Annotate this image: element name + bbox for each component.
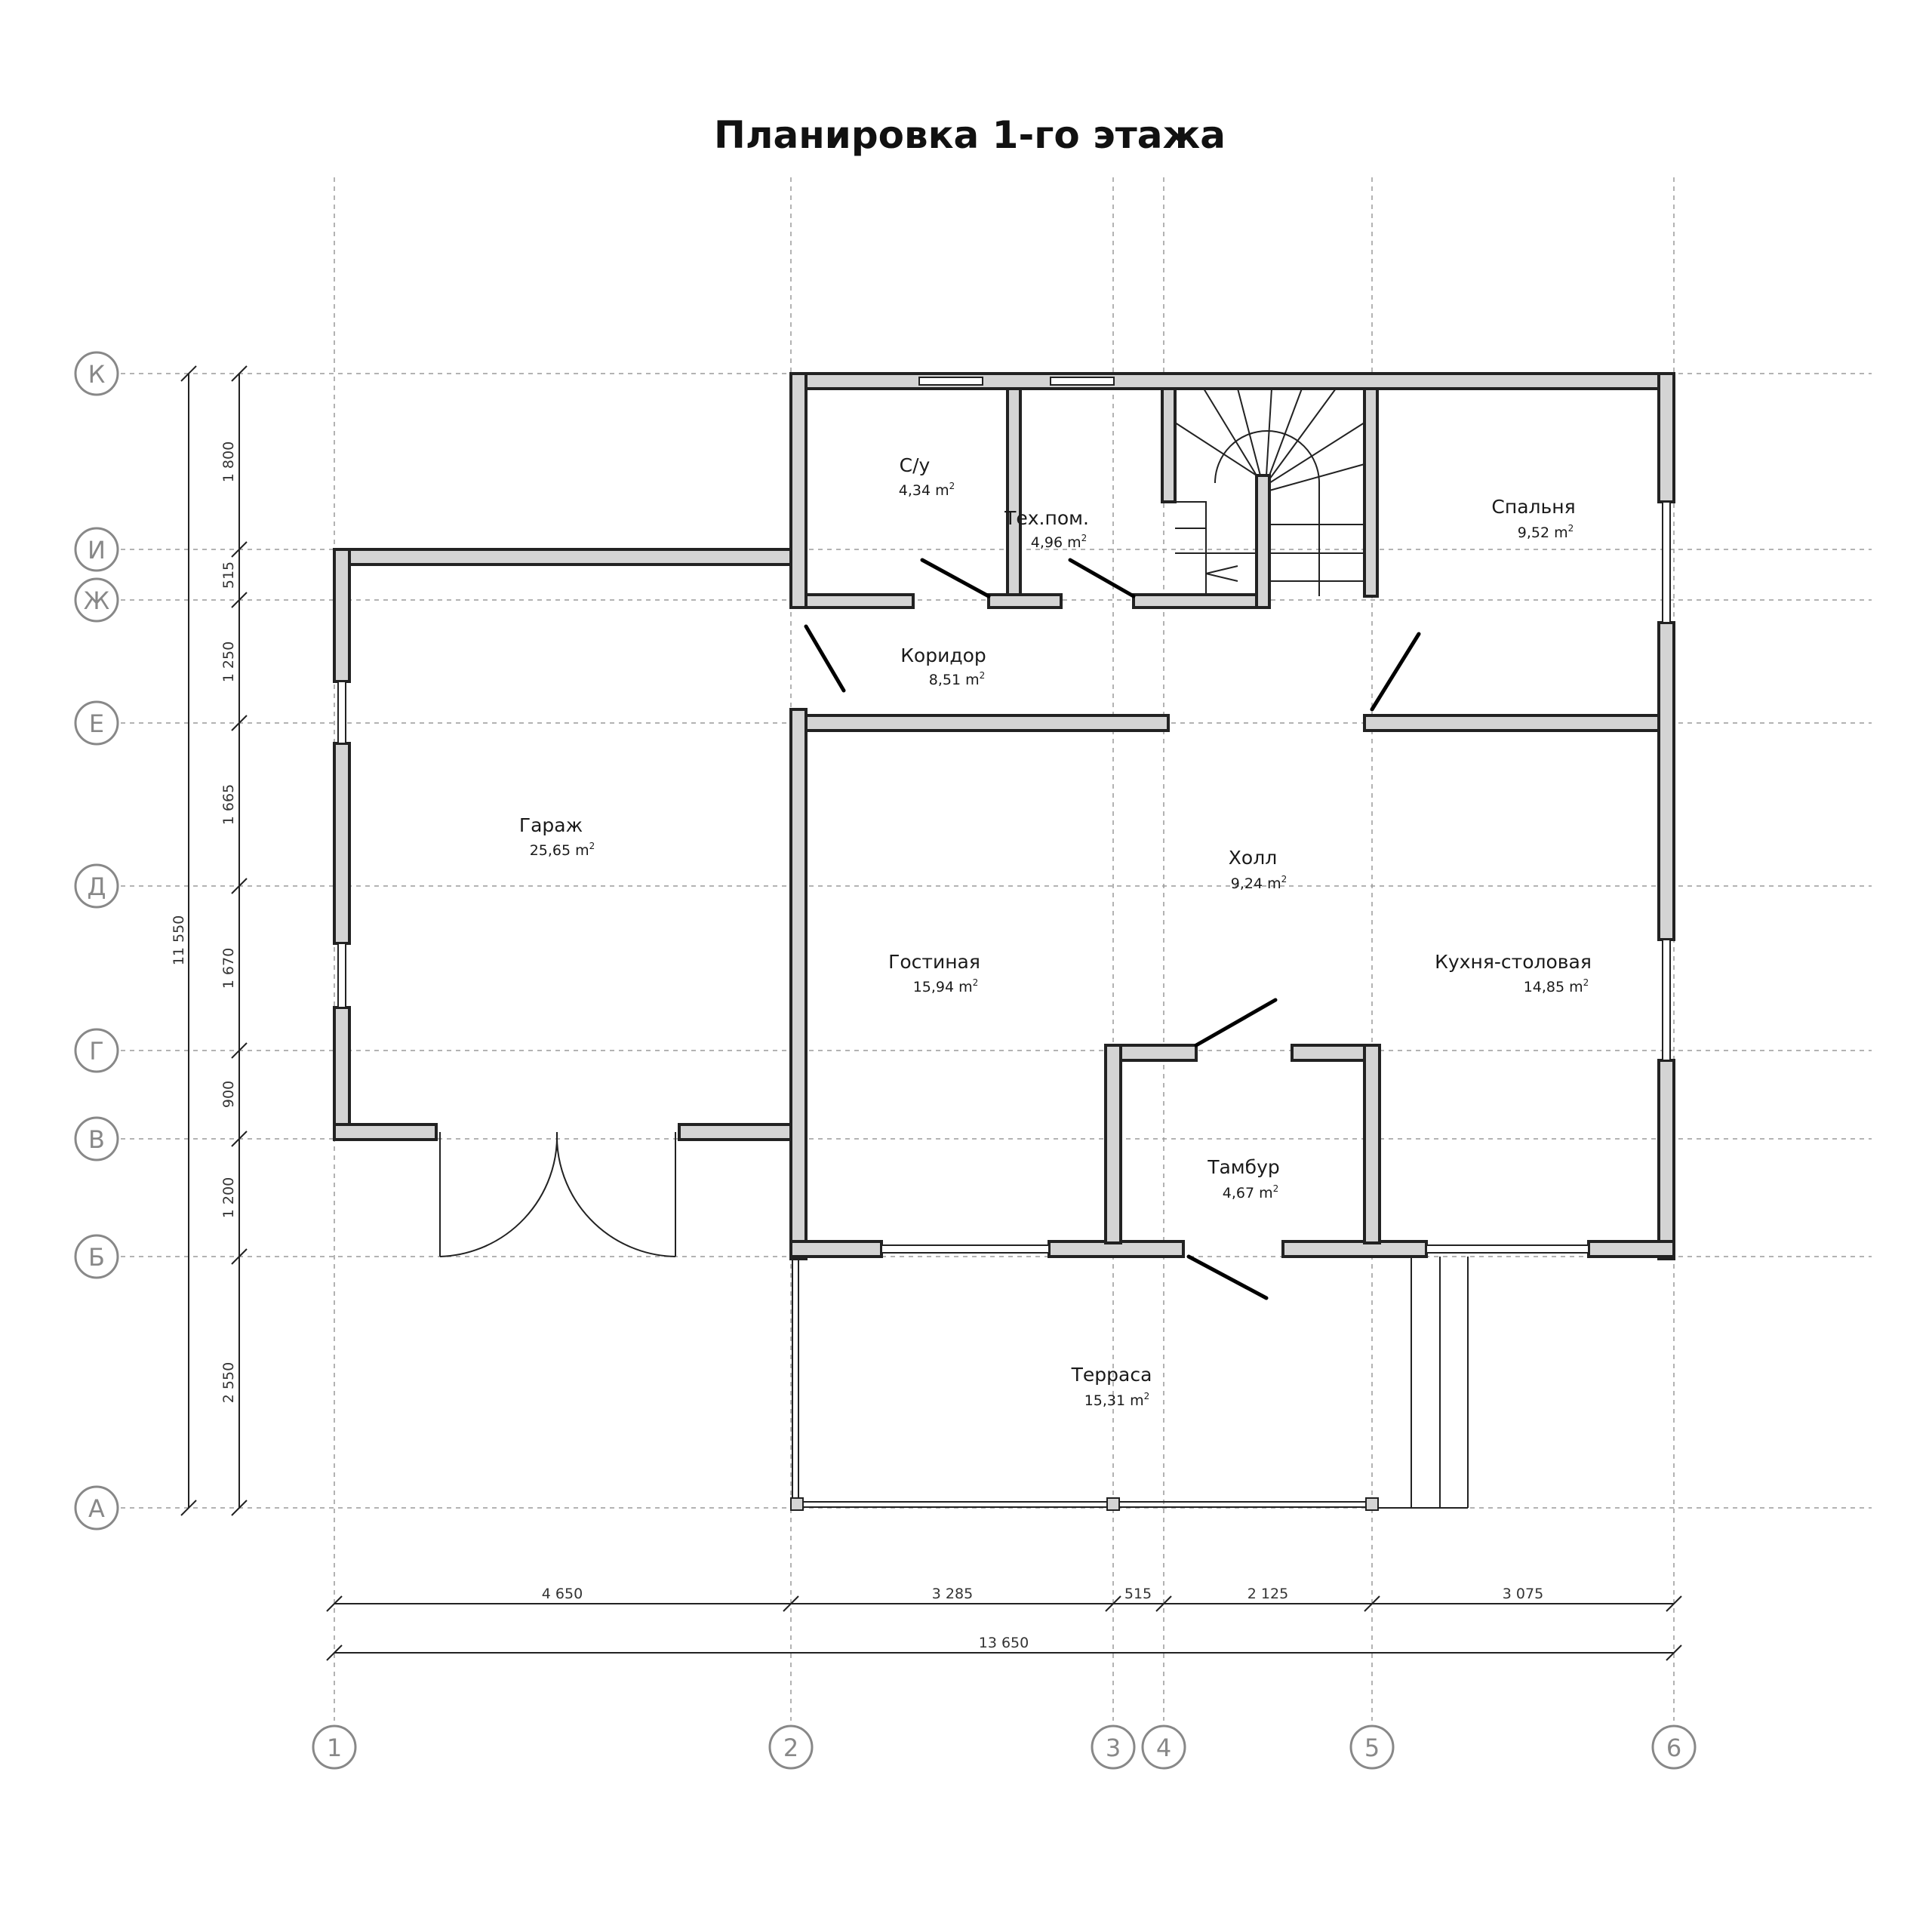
windows xyxy=(337,377,1671,1254)
room-labels: С/у 4,34 m2 Тех.пом. 4,96 m2 Спальня 9,5… xyxy=(519,454,1592,1409)
dim-v-5: 1 670 xyxy=(220,948,237,989)
room-name-living-room: Гостиная xyxy=(888,951,980,973)
dim-v-6: 900 xyxy=(220,1081,237,1108)
room-area-corridor: 8,51 m2 xyxy=(929,670,986,688)
room-area-terrace: 15,31 m2 xyxy=(1084,1391,1150,1409)
row-axis-label: А xyxy=(88,1494,105,1523)
row-axis-markers: К И Ж Е Д Г В Б А xyxy=(74,351,119,1531)
room-name-bathroom: С/у xyxy=(900,454,931,476)
dim-v-2: 515 xyxy=(220,561,237,589)
column-axis-label: 5 xyxy=(1364,1734,1380,1762)
room-name-vestibule: Тамбур xyxy=(1207,1156,1280,1178)
row-axis-label: Е xyxy=(89,709,104,738)
dim-h-2: 3 285 xyxy=(932,1586,973,1602)
room-area-garage: 25,65 m2 xyxy=(530,841,595,859)
plan-title: Планировка 1-го этажа xyxy=(714,113,1226,157)
column-axis-label: 4 xyxy=(1156,1734,1171,1762)
doors xyxy=(804,558,1421,1300)
room-name-terrace: Терраса xyxy=(1071,1364,1152,1386)
staircase xyxy=(1162,388,1365,596)
room-name-technical: Тех.пом. xyxy=(1004,507,1089,529)
room-name-bedroom: Спальня xyxy=(1491,496,1575,518)
row-axis-label: Б xyxy=(88,1243,105,1272)
room-name-garage: Гараж xyxy=(519,814,583,836)
column-axis-markers: 1 2 3 4 5 6 xyxy=(312,1724,1697,1770)
dim-v-3: 1 250 xyxy=(220,641,237,682)
room-area-living-room: 15,94 m2 xyxy=(913,977,979,995)
room-area-bedroom: 9,52 m2 xyxy=(1518,523,1574,541)
dim-h-4: 2 125 xyxy=(1247,1586,1288,1602)
room-area-vestibule: 4,67 m2 xyxy=(1223,1183,1279,1201)
room-name-hall: Холл xyxy=(1229,847,1277,869)
dim-v-7: 1 200 xyxy=(220,1177,237,1218)
grid-lines xyxy=(121,177,1872,1721)
column-axis-label: 1 xyxy=(327,1734,342,1762)
room-name-kitchen-dining: Кухня-столовая xyxy=(1435,951,1592,973)
dim-h-5: 3 075 xyxy=(1503,1586,1543,1602)
terrace xyxy=(790,1257,1469,1511)
dim-h-3: 515 xyxy=(1124,1586,1152,1602)
room-area-technical: 4,96 m2 xyxy=(1031,533,1088,551)
row-axis-label: К xyxy=(88,360,106,389)
row-axis-label: И xyxy=(88,536,106,565)
dim-v-4: 1 665 xyxy=(220,784,237,825)
room-area-kitchen-dining: 14,85 m2 xyxy=(1524,977,1589,995)
column-axis-label: 2 xyxy=(783,1734,798,1762)
column-axis-label: 3 xyxy=(1106,1734,1121,1762)
walls xyxy=(333,372,1675,1260)
dim-v-total: 11 550 xyxy=(171,915,187,965)
dim-v-1: 1 800 xyxy=(220,441,237,482)
garage-gate xyxy=(439,1131,676,1257)
room-name-corridor: Коридор xyxy=(900,645,986,666)
row-axis-label: Г xyxy=(89,1037,104,1066)
row-axis-label: Ж xyxy=(84,586,109,615)
vertical-dimensions: 11 550 1 800 515 1 250 1 665 1 670 900 1… xyxy=(171,365,248,1516)
room-area-hall: 9,24 m2 xyxy=(1231,874,1287,892)
room-area-bathroom: 4,34 m2 xyxy=(899,481,955,499)
row-axis-label: В xyxy=(88,1125,105,1154)
horizontal-dimensions: 4 650 3 285 515 2 125 3 075 13 650 xyxy=(326,1586,1682,1661)
row-axis-label: Д xyxy=(88,872,106,901)
dim-v-8: 2 550 xyxy=(220,1362,237,1403)
column-axis-label: 6 xyxy=(1666,1734,1681,1762)
dim-h-total: 13 650 xyxy=(979,1635,1029,1651)
dim-h-1: 4 650 xyxy=(542,1586,583,1602)
